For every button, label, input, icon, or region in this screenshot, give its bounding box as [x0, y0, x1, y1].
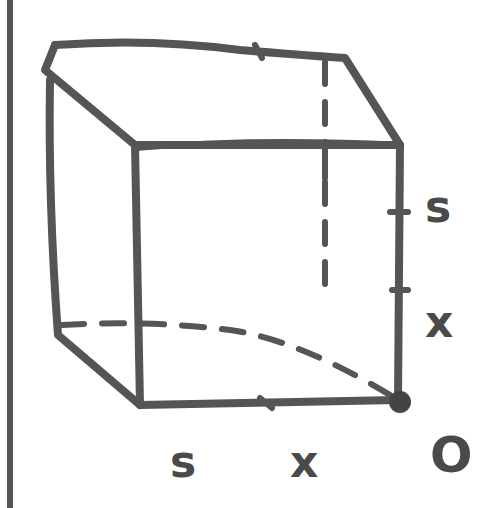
origin-label: O — [430, 430, 473, 480]
edge-label: x — [290, 440, 318, 484]
edge-label: s — [170, 440, 196, 484]
edge-label: x — [425, 300, 453, 344]
edge-label: s — [425, 185, 451, 229]
